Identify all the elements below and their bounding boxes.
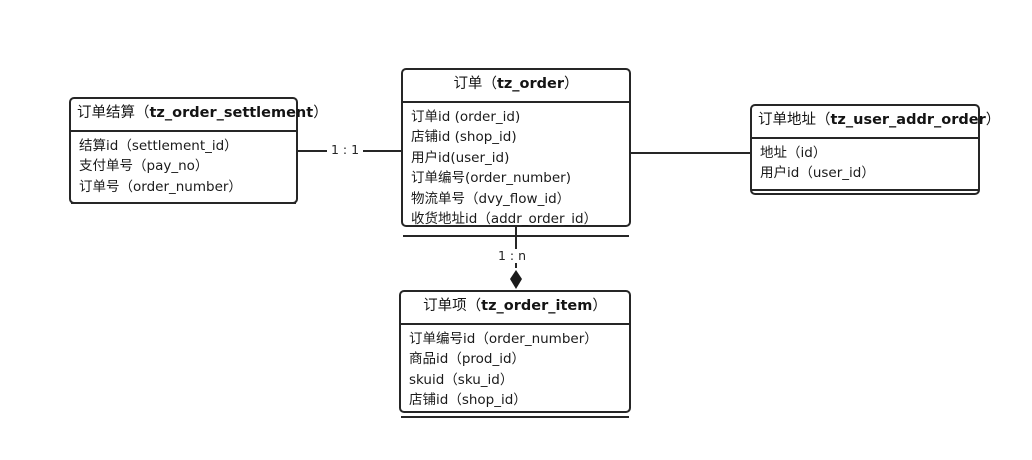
entity-title-tz-order-item: 订单项（tz_order_item） (401, 292, 629, 325)
entity-methods-compartment-tz-order-settlement (71, 204, 296, 229)
paren-close: ） (313, 105, 328, 121)
entity-tz-order-settlement[interactable]: 订单结算（tz_order_settlement） 结算id（settlemen… (69, 97, 328, 205)
attribute-row: 结算id（settlement_id） (79, 137, 238, 154)
entity-methods-compartment-tz-user-addr-order (752, 191, 978, 217)
edge-order-item (515, 226, 517, 268)
paren-open: （ (135, 105, 150, 121)
entity-tz-order-item[interactable]: 订单项（tz_order_item） 订单编号id（order_number） … (399, 290, 631, 418)
entity-methods-compartment-tz-order (403, 237, 629, 263)
paren-close: ） (985, 112, 1001, 128)
entity-tz-order[interactable]: 订单（tz_order） 订单id (order_id) 店铺id (shop_… (401, 68, 631, 237)
entity-title-tz-order-settlement: 订单结算（tz_order_settlement） (71, 99, 328, 132)
entity-title-tz-user-addr-order: 订单地址（tz_user_addr_order） (752, 106, 1000, 139)
attribute-row: 用户id(user_id) (411, 149, 510, 166)
paren-close: ） (592, 298, 607, 314)
entity-name-cn: 订单结算 (77, 105, 135, 121)
entity-name-cn: 订单 (453, 76, 483, 92)
entity-attributes-tz-order: 订单id (order_id) 店铺id (shop_id) 用户id(user… (403, 103, 629, 237)
entity-methods-compartment-tz-order-item (401, 418, 629, 444)
entity-attributes-tz-user-addr-order: 地址（id） 用户id（user_id） (752, 139, 978, 191)
attribute-row: 支付单号（pay_no） (79, 158, 209, 175)
entity-attributes-tz-order-settlement: 结算id（settlement_id） 支付单号（pay_no） 订单号（ord… (71, 132, 296, 205)
attribute-row: 收货地址id（addr_order_id） (411, 211, 598, 228)
attribute-row: 用户id（user_id） (760, 165, 875, 182)
attribute-row: 订单编号(order_number) (411, 170, 571, 187)
entity-tz-user-addr-order[interactable]: 订单地址（tz_user_addr_order） 地址（id） 用户id（use… (750, 104, 1000, 195)
edge-order-address (629, 152, 752, 154)
attribute-row: 订单id (order_id) (411, 108, 521, 125)
entity-table-name: tz_order_settlement (149, 105, 314, 121)
edge-label-order-item: 1 : n (494, 249, 531, 263)
edge-label-settlement-order: 1 : 1 (327, 143, 364, 157)
paren-open: （ (482, 76, 497, 92)
entity-name-cn: 订单项 (423, 298, 467, 314)
attribute-row: 商品id（prod_id） (409, 351, 526, 368)
paren-open: （ (816, 112, 831, 128)
entity-table-name: tz_order (496, 76, 565, 92)
entity-name-cn: 订单地址 (758, 112, 816, 128)
attribute-row: 物流单号（dvy_flow_id） (411, 190, 571, 207)
entity-table-name: tz_order_item (481, 298, 593, 314)
entity-title-tz-order: 订单（tz_order） (403, 70, 629, 103)
attribute-row: 订单号（order_number） (79, 178, 242, 195)
attribute-row: skuid（sku_id） (409, 371, 514, 388)
attribute-row: 店铺id（shop_id） (409, 392, 527, 409)
paren-open: （ (466, 298, 482, 314)
attribute-row: 地址（id） (760, 144, 827, 161)
attribute-row: 订单编号id（order_number） (409, 330, 598, 347)
entity-table-name: tz_user_addr_order (830, 112, 986, 128)
entity-attributes-tz-order-item: 订单编号id（order_number） 商品id（prod_id） skuid… (401, 325, 629, 418)
attribute-row: 店铺id (shop_id) (411, 129, 517, 146)
paren-close: ） (564, 76, 579, 92)
